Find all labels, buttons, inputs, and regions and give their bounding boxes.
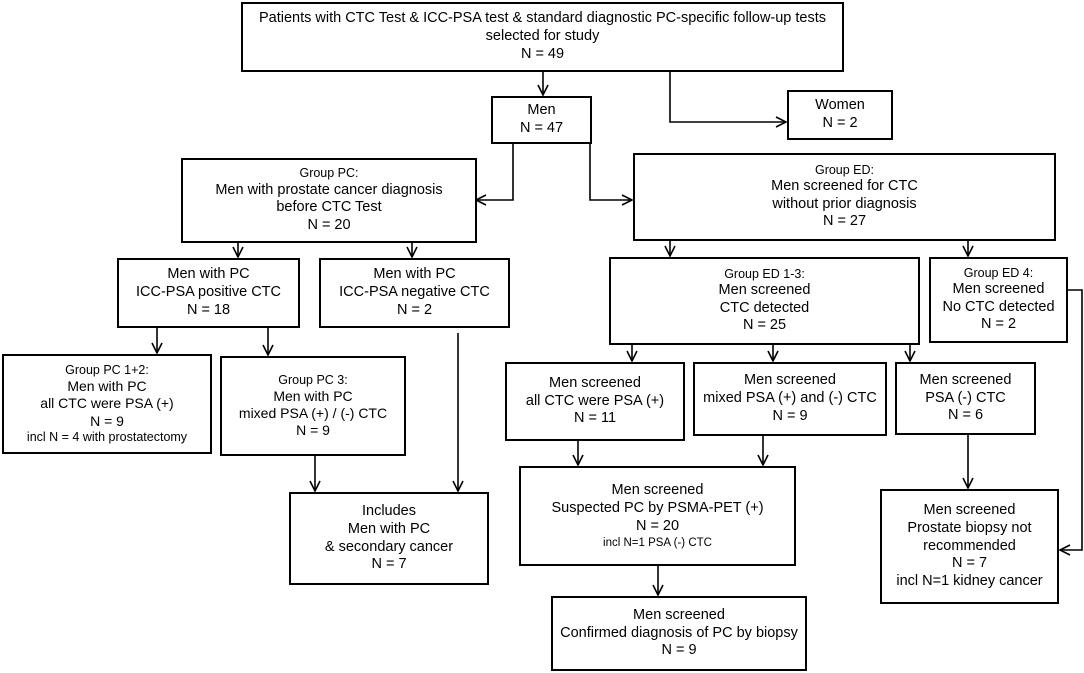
group-pc12-count: N = 9	[90, 412, 124, 429]
arrow-men-to-group-ed	[589, 144, 632, 200]
group-ed-count: N = 27	[822, 213, 867, 230]
biopsy-not-line-2: Prostate biopsy not	[907, 519, 1032, 536]
group-pc-line-1: Men with prostate cancer diagnosis	[215, 181, 443, 198]
group-pc3-box: Group PC 3: Men with PC mixed PSA (+) / …	[220, 356, 406, 456]
group-pc-box: Group PC: Men with prostate cancer diagn…	[181, 158, 477, 243]
group-pc12-box: Group PC 1+2: Men with PC all CTC were P…	[2, 354, 212, 454]
group-pc3-title: Group PC 3:	[278, 372, 348, 387]
group-ed13-box: Group ED 1-3: Men screened CTC detected …	[609, 257, 920, 345]
group-ed-title: Group ED:	[814, 162, 875, 177]
includes-line-2: Men with PC	[347, 520, 431, 537]
ed-mixed-count: N = 9	[772, 407, 808, 424]
pc-positive-line-2: ICC-PSA positive CTC	[135, 284, 282, 301]
group-ed-line-2: without prior diagnosis	[772, 195, 917, 212]
group-ed13-count: N = 25	[742, 317, 787, 334]
psma-note: incl N=1 PSA (-) CTC	[603, 536, 712, 549]
ed-mixed-box: Men screened mixed PSA (+) and (-) CTC N…	[693, 362, 887, 436]
confirmed-line-2: Confirmed diagnosis of PC by biopsy	[560, 624, 798, 641]
women-box: Women N = 2	[787, 90, 893, 140]
psma-line-1: Men screened	[611, 482, 704, 499]
biopsy-not-note: incl N=1 kidney cancer	[896, 573, 1043, 590]
group-ed13-line-2: CTC detected	[719, 299, 810, 316]
group-ed4-box: Group ED 4: Men screened No CTC detected…	[929, 257, 1068, 343]
women-count: N = 2	[822, 115, 858, 131]
women-label: Women	[815, 97, 865, 114]
biopsy-not-line-1: Men screened	[923, 502, 1016, 519]
ed-all-positive-count: N = 11	[573, 410, 617, 427]
pc-positive-line-1: Men with PC	[167, 266, 250, 283]
ed-all-positive-box: Men screened all CTC were PSA (+) N = 11	[505, 362, 685, 441]
pc-positive-box: Men with PC ICC-PSA positive CTC N = 18	[117, 258, 300, 328]
biopsy-not-line-3: recommended	[923, 537, 1016, 554]
biopsy-not-recommended-box: Men screened Prostate biopsy not recomme…	[880, 489, 1059, 604]
biopsy-not-count: N = 7	[951, 555, 988, 572]
ed-all-positive-line-1: Men screened	[549, 374, 641, 391]
men-label: Men	[527, 102, 556, 119]
group-pc-count: N = 20	[307, 216, 351, 233]
confirmed-count: N = 9	[661, 642, 697, 659]
ed-negative-line-2: PSA (-) CTC	[925, 389, 1006, 406]
group-pc3-line-1: Men with PC	[273, 388, 353, 404]
ed-mixed-line-1: Men screened	[744, 372, 836, 389]
group-pc12-title: Group PC 1+2:	[65, 363, 149, 378]
group-ed-box: Group ED: Men screened for CTC without p…	[633, 153, 1056, 241]
men-box: Men N = 47	[491, 96, 592, 144]
confirmed-diagnosis-box: Men screened Confirmed diagnosis of PC b…	[551, 596, 807, 671]
pc-negative-line-1: Men with PC	[373, 266, 456, 283]
psma-box: Men screened Suspected PC by PSMA-PET (+…	[519, 466, 796, 566]
arrow-men-to-group-pc	[476, 144, 514, 200]
ed-mixed-line-2: mixed PSA (+) and (-) CTC	[703, 390, 877, 407]
includes-line-1: Includes	[361, 503, 416, 520]
confirmed-line-1: Men screened	[633, 606, 725, 623]
group-pc-line-2: before CTC Test	[276, 199, 382, 216]
group-pc-title: Group PC:	[299, 166, 359, 181]
pc-positive-count: N = 18	[186, 301, 231, 318]
includes-line-3: & secondary cancer	[324, 538, 454, 555]
includes-count: N = 7	[371, 556, 407, 573]
group-pc3-count: N = 9	[296, 422, 330, 439]
men-count: N = 47	[519, 120, 564, 136]
study-line-1: Patients with CTC Test & ICC-PSA test & …	[258, 10, 827, 27]
study-count: N = 49	[520, 45, 565, 62]
ed-negative-count: N = 6	[947, 407, 984, 424]
group-pc3-line-2: mixed PSA (+) / (-) CTC	[238, 405, 388, 422]
pc-negative-count: N = 2	[396, 301, 433, 318]
group-pc12-note: incl N = 4 with prostatectomy	[26, 429, 188, 444]
pc-negative-line-2: ICC-PSA negative CTC	[339, 284, 490, 301]
ed-all-positive-line-2: all CTC were PSA (+)	[525, 392, 665, 409]
includes-box: Includes Men with PC & secondary cancer …	[289, 492, 489, 585]
group-pc12-line-2: all CTC were PSA (+)	[40, 395, 174, 412]
group-ed-line-1: Men screened for CTC	[771, 178, 918, 195]
group-ed13-line-1: Men screened	[718, 282, 811, 299]
arrow-ed4-to-biopsy-no	[1060, 289, 1083, 550]
group-ed4-count: N = 2	[980, 316, 1017, 333]
group-ed4-line-1: Men screened	[952, 281, 1045, 298]
psma-count: N = 20	[635, 517, 680, 534]
study-population-box: Patients with CTC Test & ICC-PSA test & …	[241, 2, 844, 72]
ed-negative-box: Men screened PSA (-) CTC N = 6	[895, 362, 1036, 435]
psma-line-2: Suspected PC by PSMA-PET (+)	[551, 500, 764, 517]
group-ed13-title: Group ED 1-3:	[724, 266, 805, 281]
study-line-2: selected for study	[485, 28, 600, 45]
pc-negative-box: Men with PC ICC-PSA negative CTC N = 2	[319, 258, 510, 328]
group-pc12-line-1: Men with PC	[67, 378, 147, 395]
group-ed4-line-2: No CTC detected	[942, 298, 1055, 315]
ed-negative-line-1: Men screened	[919, 371, 1012, 388]
arrow-study-to-women	[669, 72, 786, 122]
group-ed4-title: Group ED 4:	[963, 265, 1034, 280]
